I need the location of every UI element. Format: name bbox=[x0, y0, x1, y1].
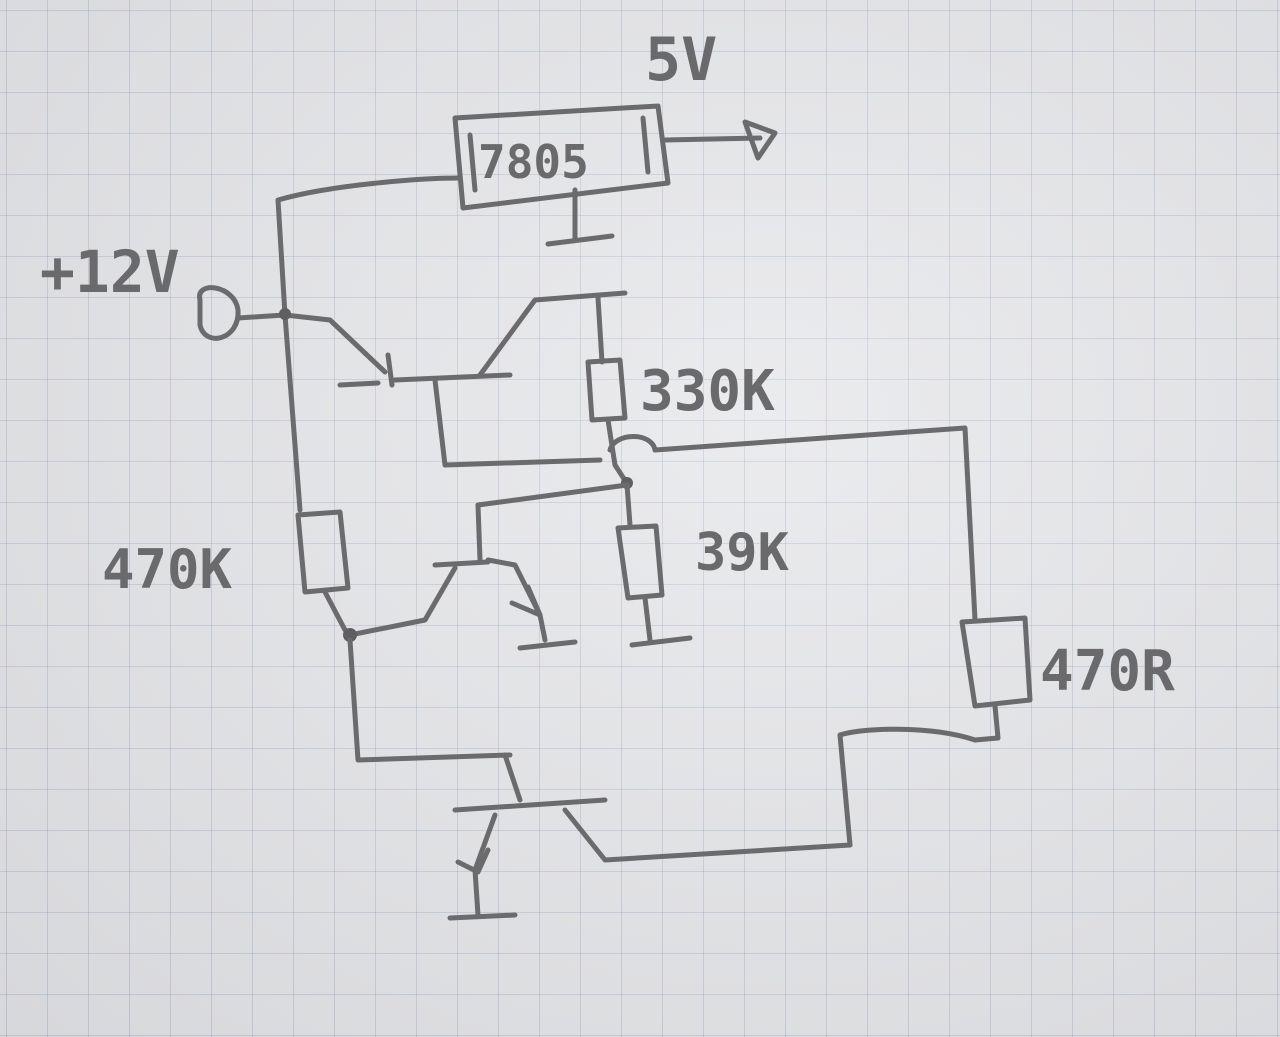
label-7805: 7805 bbox=[478, 135, 589, 189]
resistor-470k bbox=[295, 509, 513, 763]
label-470r: 470R bbox=[1040, 639, 1175, 704]
resistor-470r bbox=[837, 615, 1033, 848]
label-330k: 330K bbox=[640, 359, 775, 424]
junction-470k bbox=[343, 628, 357, 642]
resistor-39k bbox=[475, 482, 693, 648]
transistor-middle bbox=[347, 557, 578, 651]
label-12v: +12V bbox=[40, 238, 180, 306]
transistor-bottom bbox=[447, 752, 853, 921]
label-39k: 39K bbox=[695, 523, 790, 583]
input-terminal bbox=[197, 285, 288, 341]
resistor-330k bbox=[585, 295, 978, 623]
label-5v: 5V bbox=[645, 25, 717, 95]
transistor-top bbox=[282, 290, 628, 468]
junction-rail bbox=[279, 308, 291, 320]
label-470k: 470K bbox=[102, 538, 233, 601]
supply-rail bbox=[275, 175, 463, 513]
